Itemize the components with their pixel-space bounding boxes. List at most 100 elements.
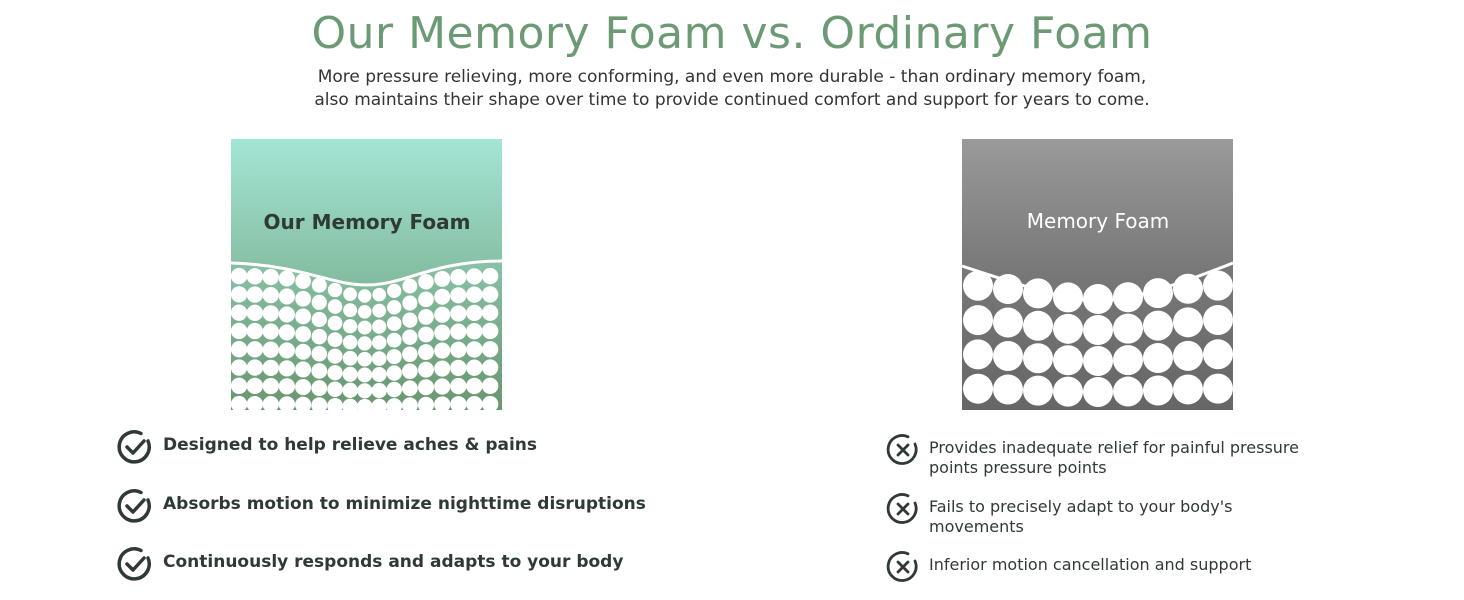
subtitle: More pressure relieving, more conforming… — [0, 66, 1464, 112]
list-item: Designed to help relieve aches & pains — [117, 429, 537, 465]
benefit-text: Absorbs motion to minimize nighttime dis… — [163, 494, 646, 514]
foam-cell — [434, 396, 451, 410]
foam-cell — [327, 348, 343, 364]
foam-cell — [1173, 374, 1203, 405]
foam-cell — [450, 269, 467, 286]
foam-cell — [481, 304, 499, 321]
foam-cell — [278, 306, 295, 323]
foam-cell — [357, 336, 372, 351]
foam-cell — [418, 273, 434, 290]
foam-cell — [371, 398, 388, 410]
foam-cell — [481, 395, 499, 410]
foam-cell — [466, 268, 483, 285]
foam-cell — [311, 380, 328, 397]
page-title: Our Memory Foam vs. Ordinary Foam — [311, 8, 1153, 59]
memory-foam-label: Memory Foam — [1027, 209, 1169, 233]
foam-cell — [343, 303, 358, 318]
foam-cell — [1143, 310, 1173, 341]
foam-cell — [231, 286, 248, 303]
foam-cell — [327, 332, 343, 348]
benefit-text: Continuously responds and adapts to your… — [163, 552, 624, 572]
list-item: Provides inadequate relief for painful p… — [886, 433, 1329, 478]
foam-cell — [357, 320, 372, 335]
foam-cell — [466, 286, 483, 303]
foam-cell — [343, 287, 357, 301]
foam-cell — [386, 332, 402, 348]
foam-cell — [371, 382, 387, 399]
foam-cell — [402, 295, 418, 311]
foam-cell — [386, 381, 402, 398]
foam-cell — [434, 360, 451, 377]
foam-cell — [278, 378, 296, 395]
our-memory-foam-image: Our Memory Foam — [231, 139, 502, 410]
foam-cell — [1053, 313, 1083, 344]
foam-cell — [327, 365, 343, 381]
foam-cell — [342, 398, 358, 410]
foam-cell — [295, 273, 311, 289]
foam-cell — [418, 326, 434, 343]
foam-cell — [357, 383, 373, 399]
foam-cell — [311, 397, 328, 410]
foam-cell — [450, 359, 467, 377]
foam-cell — [1203, 304, 1233, 335]
foam-cell — [278, 396, 296, 410]
foam-cell — [386, 365, 402, 381]
foam-cell — [450, 305, 467, 322]
foam-cell — [466, 359, 483, 376]
x-circle-icon — [886, 434, 918, 465]
foam-cell — [262, 287, 279, 304]
foam-cell — [418, 344, 434, 361]
foam-cell — [401, 380, 418, 397]
foam-cell — [401, 397, 418, 410]
foam-cell — [963, 270, 993, 301]
foam-cell — [434, 270, 451, 287]
foam-cell — [246, 341, 264, 358]
foam-cell — [1113, 376, 1143, 407]
foam-cell — [481, 286, 499, 303]
foam-cell — [262, 377, 279, 395]
foam-cell — [262, 323, 279, 340]
foam-cell — [246, 268, 264, 285]
check-circle-icon — [117, 547, 151, 581]
foam-cell — [311, 328, 328, 345]
foam-cell — [343, 319, 358, 334]
foam-cell — [434, 342, 451, 359]
foam-cell — [295, 308, 312, 325]
foam-cell — [231, 341, 248, 358]
foam-cell — [327, 397, 343, 410]
foam-cell — [1023, 375, 1053, 406]
foam-cell — [295, 379, 312, 396]
foam-cell — [1203, 373, 1233, 404]
foam-cell — [278, 342, 295, 359]
foam-cell — [481, 322, 499, 340]
foam-cell — [311, 311, 327, 328]
foam-cell — [466, 322, 483, 340]
ordinary-memory-foam-image: Memory Foam — [962, 139, 1233, 410]
foam-cell — [357, 304, 372, 319]
foam-cell — [1143, 375, 1173, 406]
foam-cell — [327, 282, 343, 298]
foam-cell — [372, 335, 387, 350]
subtitle-line-2: also maintains their shape over time to … — [314, 90, 1150, 110]
foam-cell — [466, 304, 483, 322]
foam-cell — [295, 326, 312, 343]
drawback-text: Fails to precisely adapt to your body's … — [929, 497, 1233, 536]
foam-cell — [372, 287, 387, 302]
foam-cell — [327, 381, 343, 398]
foam-cell — [295, 290, 311, 307]
foam-cell — [1053, 376, 1083, 407]
list-item: Continuously responds and adapts to your… — [117, 546, 623, 582]
foam-cell — [246, 377, 264, 395]
foam-cell — [418, 361, 434, 378]
foam-cell — [1143, 343, 1173, 374]
list-item: Fails to precisely adapt to your body's … — [886, 492, 1259, 537]
foam-cell — [963, 339, 993, 370]
foam-cell — [342, 350, 358, 366]
foam-cell — [963, 373, 993, 404]
foam-cell — [418, 291, 434, 308]
foam-cell — [262, 305, 279, 322]
list-item: Absorbs motion to minimize nighttime dis… — [117, 488, 646, 524]
foam-cell — [295, 396, 312, 410]
foam-cell — [418, 309, 434, 325]
foam-cell — [358, 289, 372, 303]
